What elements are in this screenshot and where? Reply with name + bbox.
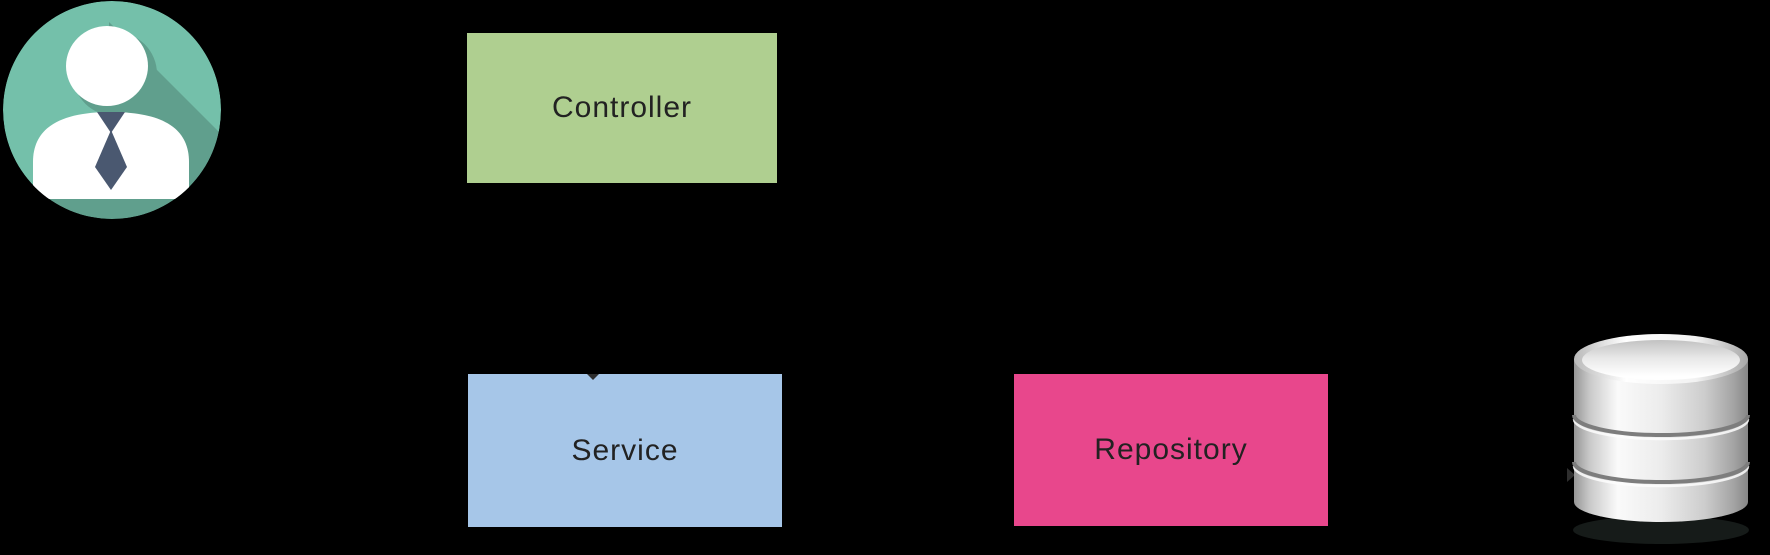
node-repository: Repository — [1014, 374, 1328, 526]
node-service-label: Service — [571, 433, 679, 467]
node-controller: Controller — [467, 33, 777, 183]
arrowhead-into-database-icon — [1567, 468, 1575, 482]
database-groove-1 — [1572, 414, 1750, 437]
database-groove-highlight-1 — [1572, 418, 1750, 441]
avatar-head — [66, 26, 148, 106]
user-avatar-icon — [3, 1, 221, 219]
database-icon — [1572, 334, 1750, 544]
database-ground-shadow — [1573, 516, 1749, 544]
arrowhead-into-service-icon — [587, 374, 599, 380]
avatar-tie-blade — [95, 130, 127, 190]
avatar-tie-knot — [97, 112, 125, 133]
database-groove-2 — [1572, 461, 1750, 484]
database-groove-highlight-2 — [1572, 465, 1750, 488]
database-top-inner — [1582, 340, 1740, 380]
node-repository-label: Repository — [1094, 433, 1248, 466]
node-controller-label: Controller — [551, 91, 693, 124]
node-service: Service — [468, 374, 782, 527]
